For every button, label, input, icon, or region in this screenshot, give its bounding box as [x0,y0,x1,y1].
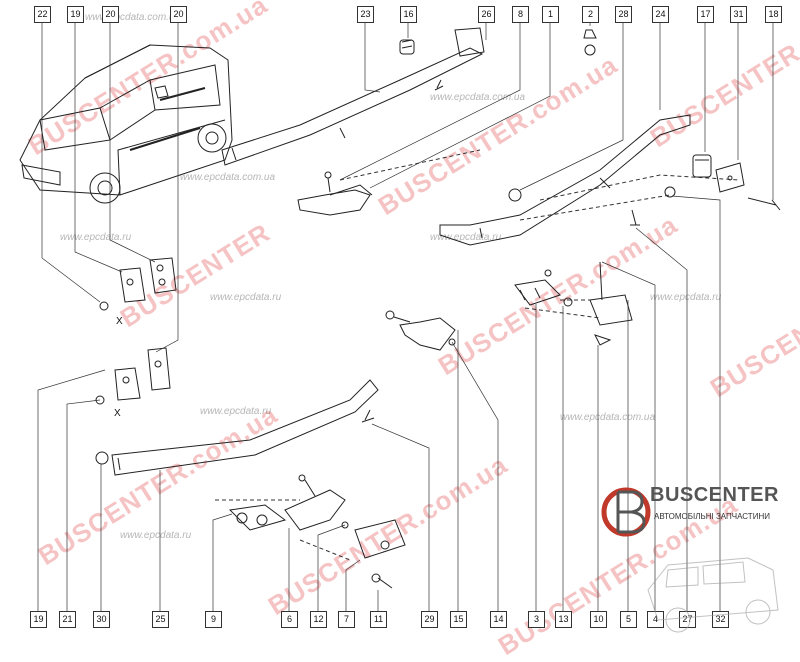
lower-rail-25 [95,379,379,476]
callout-top-13: 17 [697,6,714,23]
stop-block-17 [692,154,712,178]
callout-bottom-10: 29 [421,611,438,628]
callout-bottom-12: 14 [490,611,507,628]
roller-19 [99,257,177,311]
watermark-site: www.epcdata.ru [60,232,132,243]
plate-31 [715,162,745,193]
watermark-site: www.epcdata.com.ua [430,92,526,103]
watermark-site: www.epcdata.com.ua [560,412,656,423]
buscenter-logo: BUSCENTER АВТОМОБІЛЬНІ ЗАПЧАСТИНИ [598,470,798,656]
callout-top-3: 20 [102,6,119,23]
callout-top-10: 2 [582,6,599,23]
van-illustration [19,44,233,204]
callout-top-14: 31 [730,6,747,23]
callout-top-1: 22 [34,6,51,23]
callout-bottom-14: 13 [555,611,572,628]
hinge-assembly-9 [228,474,406,589]
callout-bottom-1: 19 [30,611,47,628]
callout-bottom-16: 5 [620,611,637,628]
callout-bottom-4: 25 [152,611,169,628]
callout-bottom-3: 30 [93,611,110,628]
callout-top-12: 24 [652,6,669,23]
callout-bottom-15: 10 [590,611,607,628]
watermark-site: www.epcdata.ru [650,292,722,303]
callout-bottom-7: 12 [310,611,327,628]
callout-bottom-8: 7 [338,611,355,628]
callout-bottom-6: 6 [281,611,298,628]
callout-top-9: 1 [542,6,559,23]
callout-top-8: 8 [512,6,529,23]
callout-top-11: 28 [615,6,632,23]
callout-bottom-9: 11 [370,611,387,628]
logo-title: BUSCENTER [650,484,779,506]
fastener-16 [399,39,415,55]
watermark-site: www.epcdata.ru [210,292,282,303]
callout-bottom-2: 21 [59,611,76,628]
x-marker: X [114,408,121,419]
bolt-18 [747,197,781,211]
hinge-assembly-3 [514,261,633,346]
roller-19b [95,347,171,405]
logo-emblem-icon [601,487,779,633]
callout-top-4: 20 [170,6,187,23]
callout-top-7: 26 [478,6,495,23]
hinge-15 [385,310,456,351]
upper-rail [221,27,485,166]
callout-bottom-18: 27 [679,611,696,628]
watermark-site: www.epcdata.ru [120,530,192,541]
callout-bottom-13: 3 [528,611,545,628]
watermark-site: www.epcdata.com.ua [85,12,181,23]
logo-subtitle: АВТОМОБІЛЬНІ ЗАПЧАСТИНИ [654,512,770,521]
callout-top-2: 19 [67,6,84,23]
bracket-8 [297,171,373,216]
callout-bottom-11: 15 [450,611,467,628]
callout-top-6: 16 [400,6,417,23]
x-marker: X [116,316,123,327]
callout-bottom-5: 9 [205,611,222,628]
watermark-site: www.epcdata.com.ua [180,172,276,183]
watermark-site: www.epcdata.ru [430,232,502,243]
watermark-site: www.epcdata.ru [200,406,272,417]
lower-rail [439,114,691,246]
callout-top-15: 18 [765,6,782,23]
callout-top-5: 23 [357,6,374,23]
